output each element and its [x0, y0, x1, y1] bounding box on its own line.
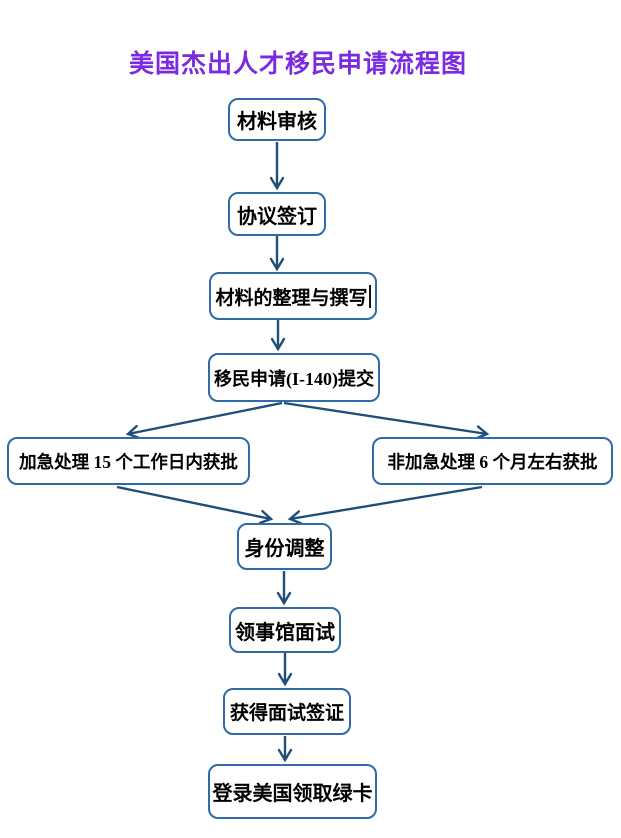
- flow-node-status-adjustment: 身份调整: [237, 523, 332, 570]
- flow-node-material-review: 材料审核: [228, 98, 326, 141]
- text-cursor: [368, 284, 371, 308]
- flow-node-label: 加急处理 15 个工作日内获批: [19, 451, 238, 472]
- arrow-regular-to-status: [287, 485, 483, 525]
- flow-node-regular-6-months: 非加急处理 6 个月左右获批: [372, 437, 613, 485]
- flow-node-expedited-15-workdays: 加急处理 15 个工作日内获批: [7, 437, 250, 485]
- arrow-i140-to-regular: [283, 401, 490, 440]
- flow-node-land-us-green-card: 登录美国领取绿卡: [208, 764, 377, 819]
- flow-node-i140-submit: 移民申请(I-140)提交: [208, 353, 380, 402]
- flow-node-consulate-interview: 领事馆面试: [229, 607, 341, 653]
- page-title: 美国杰出人才移民申请流程图: [128, 50, 467, 78]
- flow-node-label: 材料审核: [237, 111, 317, 133]
- flow-node-label: 移民申请(I-140)提交: [214, 368, 374, 389]
- flow-node-label: 身份调整: [244, 538, 325, 560]
- flow-node-label: 领事馆面试: [235, 621, 335, 644]
- flow-node-label: 协议签订: [237, 205, 317, 228]
- flow-node-interview-visa: 获得面试签证: [223, 688, 351, 735]
- flow-node-material-organize-write: 材料的整理与撰写: [209, 272, 377, 320]
- flow-node-label: 登录美国领取绿卡: [212, 783, 373, 805]
- flow-node-label: 获得面试签证: [229, 703, 344, 724]
- flow-node-agreement-signing: 协议签订: [228, 192, 326, 236]
- arrow-expedited-to-status: [116, 485, 274, 525]
- flow-node-label: 非加急处理 6 个月左右获批: [387, 451, 598, 472]
- flow-node-label: 材料的整理与撰写: [215, 287, 368, 309]
- arrow-i140-to-expedited: [125, 401, 283, 440]
